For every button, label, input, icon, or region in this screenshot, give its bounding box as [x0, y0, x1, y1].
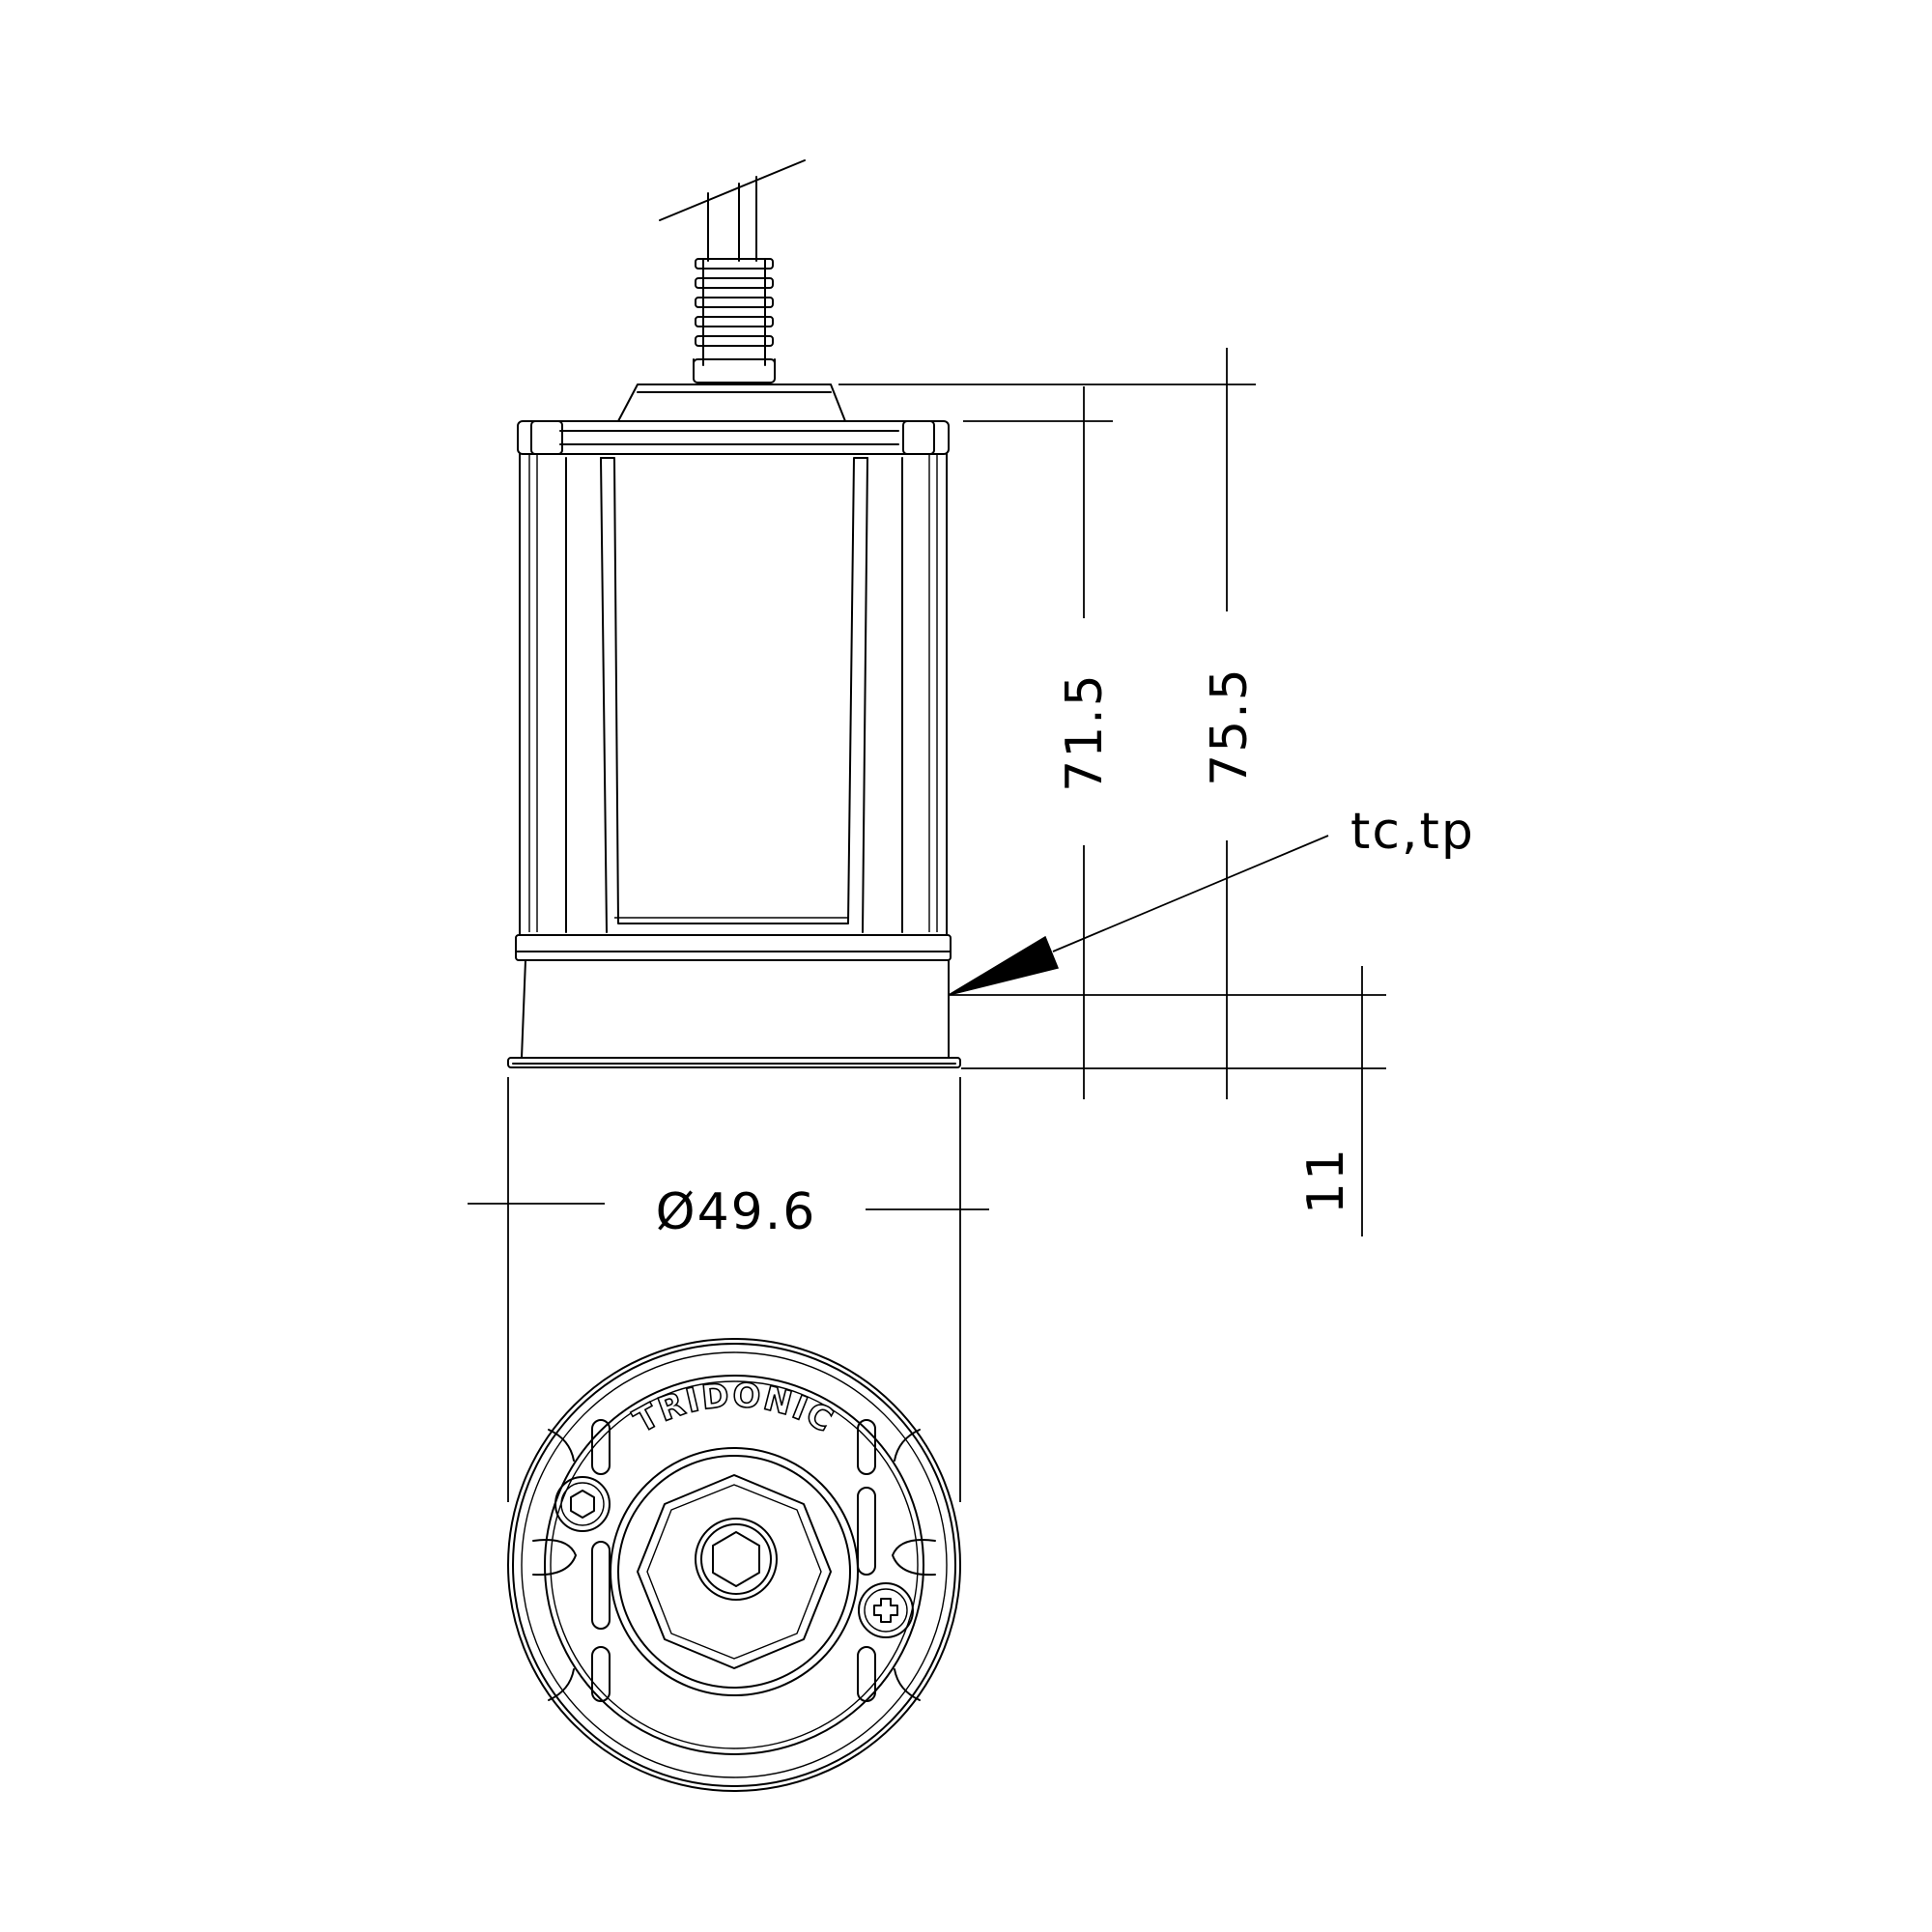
dimension-label-diameter: Ø49.6 [656, 1183, 817, 1241]
dimension-lines [468, 348, 1386, 1502]
measure-point-label: tc,tp [1350, 803, 1475, 861]
edge-notches [532, 1429, 936, 1701]
dimension-label-75-5: 75.5 [1201, 667, 1259, 786]
measure-point-arrow [948, 935, 1060, 996]
driver-body [507, 453, 961, 1068]
top-cap [517, 384, 950, 455]
dimension-label-11: 11 [1297, 1147, 1355, 1214]
left-screw-icon [554, 1476, 611, 1532]
cable [659, 159, 806, 384]
strain-relief [693, 258, 776, 384]
dimension-label-71-5: 71.5 [1056, 672, 1114, 792]
brand-logo-text: TRIDONIC [628, 1377, 841, 1441]
ventilation-slots [591, 1419, 876, 1702]
bottom-view: TRIDONIC [507, 1338, 961, 1792]
right-screw-icon [858, 1582, 914, 1638]
dimension-labels: 71.5 75.5 11 Ø49.6 tc,tp [656, 667, 1475, 1241]
